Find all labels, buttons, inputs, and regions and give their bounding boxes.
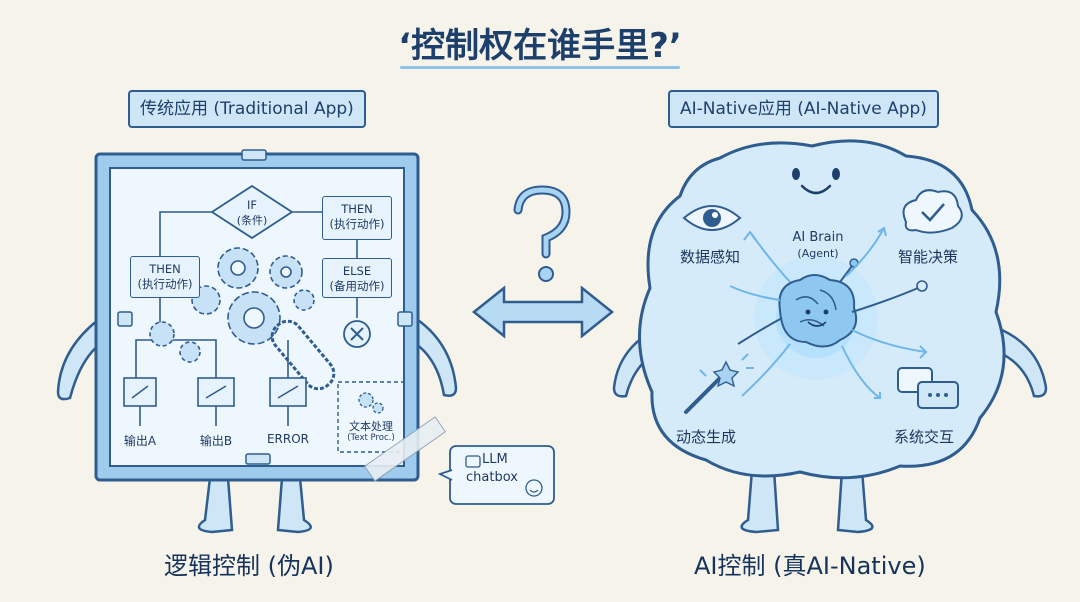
else-label: ELSE — [342, 264, 372, 278]
page-title: ‘控制权在谁手里?’ — [398, 26, 682, 66]
feature-interaction: 系统交互 — [894, 428, 955, 446]
cloud-right-arm — [997, 328, 1048, 398]
ai-brain-label: AI Brain — [792, 230, 844, 245]
chat-icon — [465, 455, 481, 468]
smile-icon — [525, 479, 543, 497]
feature-decision: 智能决策 — [898, 248, 959, 266]
left-leg — [197, 477, 234, 534]
if-label: IF — [246, 198, 257, 212]
right-arm — [415, 318, 458, 397]
radiating-arrows — [729, 226, 928, 399]
output-error: ERROR — [266, 432, 310, 446]
chatbox-line1: LLM — [482, 452, 508, 467]
ai-brain-sub: (Agent) — [797, 247, 839, 260]
then-top-label: THEN — [341, 202, 373, 216]
left-caption: 逻辑控制 (伪AI) — [164, 552, 334, 580]
ai-brain-icon — [778, 274, 858, 348]
chatbox-line2: chatbox — [466, 470, 518, 485]
if-sub: (条件) — [236, 214, 268, 227]
cloud-left-leg — [740, 469, 780, 534]
chat-bubbles-icon — [897, 367, 959, 409]
cloud-right-leg — [836, 469, 874, 534]
output-b: 输出B — [199, 434, 233, 448]
then-left-box: THEN (执行动作) — [130, 256, 200, 298]
then-top-box: THEN (执行动作) — [322, 196, 392, 240]
output-a: 输出A — [123, 434, 157, 448]
double-arrow-icon — [471, 285, 615, 339]
title-underline — [400, 66, 680, 69]
then-left-sub: (执行动作) — [137, 277, 193, 291]
text-proc-sub: (Text Proc.) — [347, 433, 395, 443]
right-leg — [276, 477, 312, 534]
decision-check-icon — [902, 189, 963, 234]
left-arm — [56, 319, 101, 401]
magic-wand-icon — [684, 353, 754, 414]
feature-generation: 动态生成 — [676, 428, 737, 446]
then-left-label: THEN — [149, 262, 181, 276]
then-top-sub: (执行动作) — [329, 217, 385, 231]
text-proc-label: 文本处理 — [349, 420, 393, 433]
right-caption: AI控制 (真AI-Native) — [694, 552, 926, 580]
gear-cluster — [149, 247, 315, 363]
else-box: ELSE (备用动作) — [322, 258, 392, 298]
action-boxes — [123, 377, 307, 407]
question-mark-icon — [513, 185, 571, 259]
text-proc-box — [337, 381, 405, 453]
else-sub: (备用动作) — [329, 279, 385, 293]
right-panel-label: AI-Native应用 (AI-Native App) — [668, 90, 939, 128]
eye-icon — [682, 205, 742, 231]
if-diamond — [210, 184, 294, 240]
left-panel-label: 传统应用 (Traditional App) — [128, 90, 366, 128]
feature-perception: 数据感知 — [680, 248, 741, 266]
